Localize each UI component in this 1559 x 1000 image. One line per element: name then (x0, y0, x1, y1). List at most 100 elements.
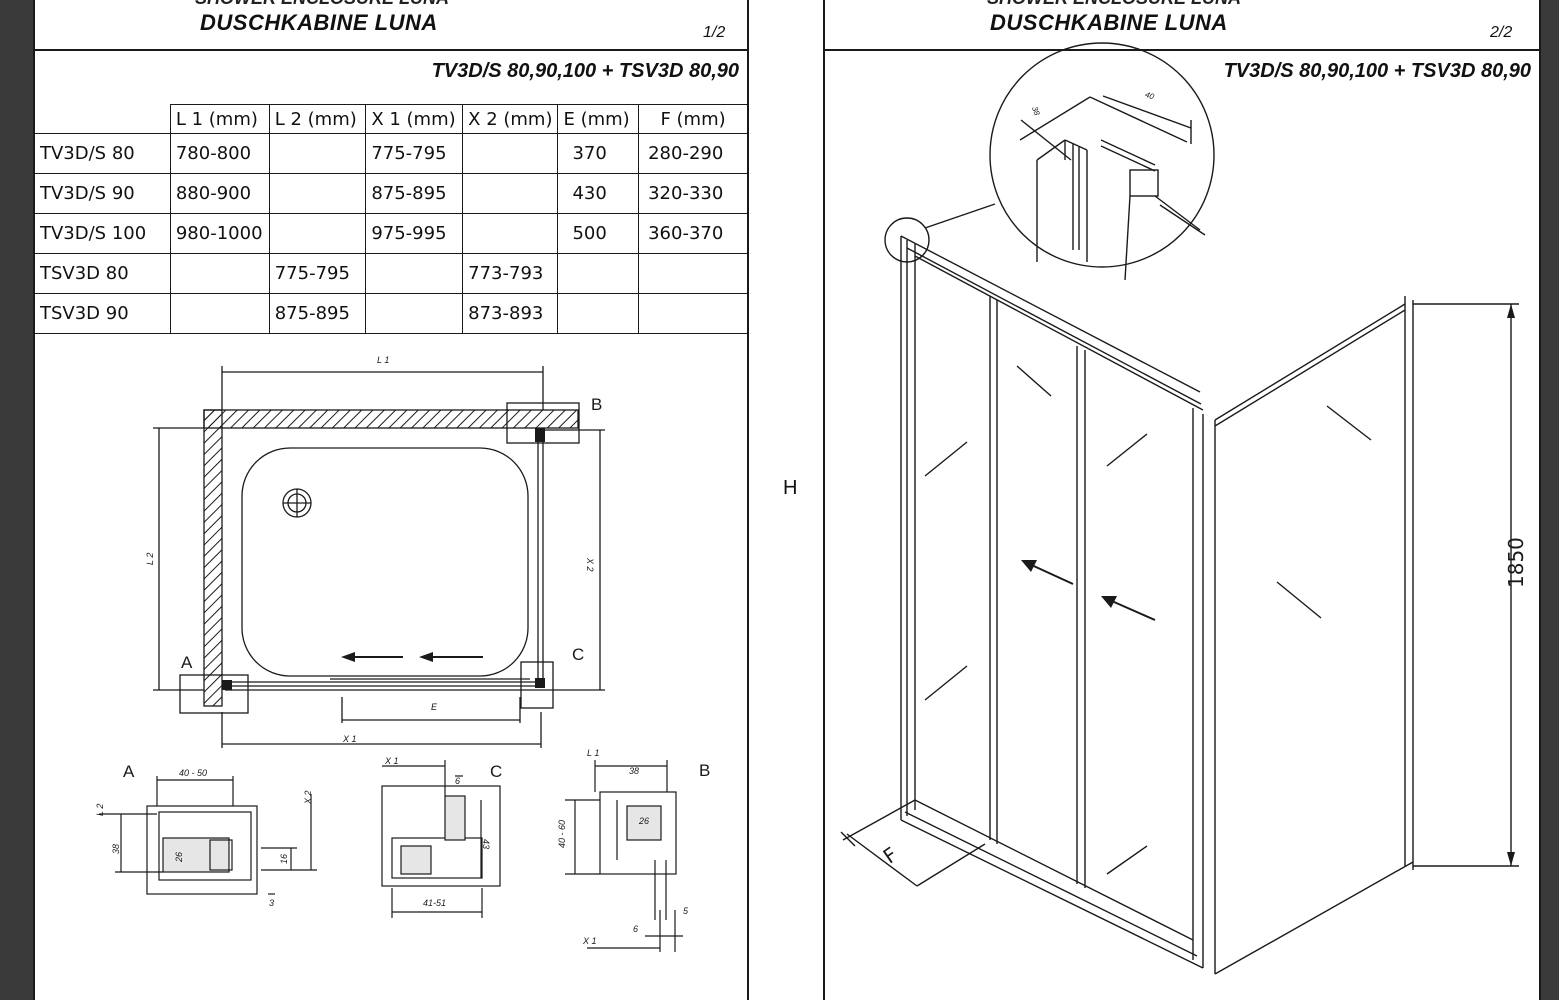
table-cell: TSV3D 90 (35, 293, 171, 334)
page-1: SHOWER ENCLOSURE LUNA DUSCHKABINE LUNA 1… (33, 0, 749, 1000)
wall-top (203, 409, 579, 429)
dimension-table: L 1 (mm) L 2 (mm) X 1 (mm) X 2 (mm) E (m… (35, 104, 747, 334)
table-cell: 980-1000 (169, 213, 270, 254)
detail-c-dim: 41-51 (423, 898, 446, 908)
detail-c-dim: 43 (481, 839, 491, 849)
detail-a-dim: 38 (111, 844, 121, 854)
isometric-drawing: 38 40 1850 F (840, 42, 1528, 975)
table-header-cell: F (mm) (638, 104, 747, 134)
height-dimension: 1850 (1504, 537, 1528, 588)
page-number: 2/2 (1490, 24, 1513, 41)
table-cell: 430 (557, 173, 640, 214)
table-row: TSV3D 90 875-895 873-893 (35, 293, 747, 334)
table-cell (169, 253, 270, 294)
label-x2: X 2 (585, 557, 595, 572)
table-cell: 880-900 (169, 173, 270, 214)
table-header-cell: L 2 (mm) (268, 104, 367, 134)
table-cell (268, 173, 367, 214)
table-row: TV3D/S 90 880-900 875-895 430 320-330 (35, 173, 747, 214)
detail-c-dim: 6 (455, 776, 460, 786)
table-cell (268, 213, 367, 254)
table-header-cell (35, 104, 171, 134)
table-cell: 320-330 (638, 173, 747, 214)
document-title: DUSCHKABINE LUNA (990, 10, 1228, 35)
label-a: A (181, 653, 193, 672)
model-list: TV3D/S 80,90,100 + TSV3D 80,90 (431, 60, 739, 82)
page-2: SHOWER ENCLOSURE LUNA DUSCHKABINE LUNA 2… (823, 0, 1541, 1000)
table-cell: 975-995 (365, 213, 464, 254)
table-cell (365, 293, 464, 334)
f-dimension-label: F (879, 842, 902, 868)
label-e: E (431, 702, 438, 712)
detail-b-dim: 26 (638, 816, 649, 826)
table-cell: 500 (557, 213, 640, 254)
table-cell (557, 293, 640, 334)
detail-b-dim: X 1 (582, 936, 597, 946)
table-header-cell: E (mm) (557, 104, 640, 134)
shower-tray (241, 447, 529, 677)
table-cell: 875-895 (365, 173, 464, 214)
detail-c-label: C (490, 762, 502, 781)
label-b: B (591, 395, 602, 414)
detail-circle (989, 42, 1215, 268)
table-row: TV3D/S 80 780-800 775-795 370 280-290 (35, 133, 747, 174)
table-cell: TV3D/S 100 (35, 213, 171, 254)
detail-b-dim: 38 (629, 766, 639, 776)
wall-left (203, 409, 223, 707)
table-cell: 773-793 (462, 253, 559, 294)
table-cell (268, 133, 367, 174)
header-cut-text: SHOWER ENCLOSURE LUNA (987, 0, 1241, 9)
detail-a-dim: 40 - 50 (179, 768, 207, 778)
table-cell: 775-795 (268, 253, 367, 294)
detail-a-label: A (123, 762, 135, 781)
table-cell (638, 253, 747, 294)
label-c: C (572, 645, 584, 664)
table-row: TV3D/S 100 980-1000 975-995 500 360-370 (35, 213, 747, 254)
table-cell: 775-795 (365, 133, 464, 174)
table-header-cell: X 2 (mm) (462, 104, 559, 134)
detail-b-dim: L 1 (587, 748, 599, 758)
document-title: DUSCHKABINE LUNA (200, 10, 438, 35)
table-header-cell: X 1 (mm) (365, 104, 464, 134)
detail-a-dim: 3 (269, 898, 274, 908)
detail-c-dim: X 1 (384, 756, 399, 766)
table-header-row: L 1 (mm) L 2 (mm) X 1 (mm) X 2 (mm) E (m… (35, 104, 747, 134)
table-cell (365, 253, 464, 294)
table-cell: TV3D/S 80 (35, 133, 171, 174)
floor-plan-drawing: L 1 L 2 X 2 E X 1 B A C (95, 355, 710, 952)
detail-box-a (179, 674, 249, 714)
label-l1: L 1 (377, 355, 389, 365)
table-header-cell: L 1 (mm) (169, 104, 270, 134)
table-cell: 873-893 (462, 293, 559, 334)
table-cell (462, 173, 559, 214)
table-cell (638, 293, 747, 334)
table-cell: 780-800 (169, 133, 270, 174)
label-l2: L 2 (145, 553, 155, 565)
detail-dim-40: 40 (1144, 90, 1156, 102)
detail-b-dim: 6 (633, 924, 638, 934)
detail-a-dim: 16 (279, 854, 289, 864)
detail-b-dim: 40 - 60 (557, 820, 567, 848)
detail-a-drawing (99, 776, 317, 895)
header-cut-text: SHOWER ENCLOSURE LUNA (195, 0, 449, 9)
model-list: TV3D/S 80,90,100 + TSV3D 80,90 (1223, 60, 1531, 82)
table-cell: 360-370 (638, 213, 747, 254)
detail-dim-38: 38 (1030, 105, 1042, 117)
detail-c-drawing (381, 760, 501, 918)
detail-a-dim: L 2 (95, 804, 105, 816)
detail-a-dim: X 2 (303, 790, 313, 805)
table-cell (169, 293, 270, 334)
header-divider (35, 49, 747, 51)
gap-mark: H (783, 477, 798, 499)
detail-box-c (520, 661, 554, 709)
detail-b-drawing (565, 760, 683, 952)
table-cell: 370 (557, 133, 640, 174)
page-number: 1/2 (703, 24, 726, 41)
table-row: TSV3D 80 775-795 773-793 (35, 253, 747, 294)
detail-a-dim: 26 (174, 852, 184, 863)
table-cell: TSV3D 80 (35, 253, 171, 294)
page-gap: H (749, 0, 823, 1000)
table-cell: TV3D/S 90 (35, 173, 171, 214)
table-cell: 875-895 (268, 293, 367, 334)
detail-b-label: B (699, 761, 710, 780)
